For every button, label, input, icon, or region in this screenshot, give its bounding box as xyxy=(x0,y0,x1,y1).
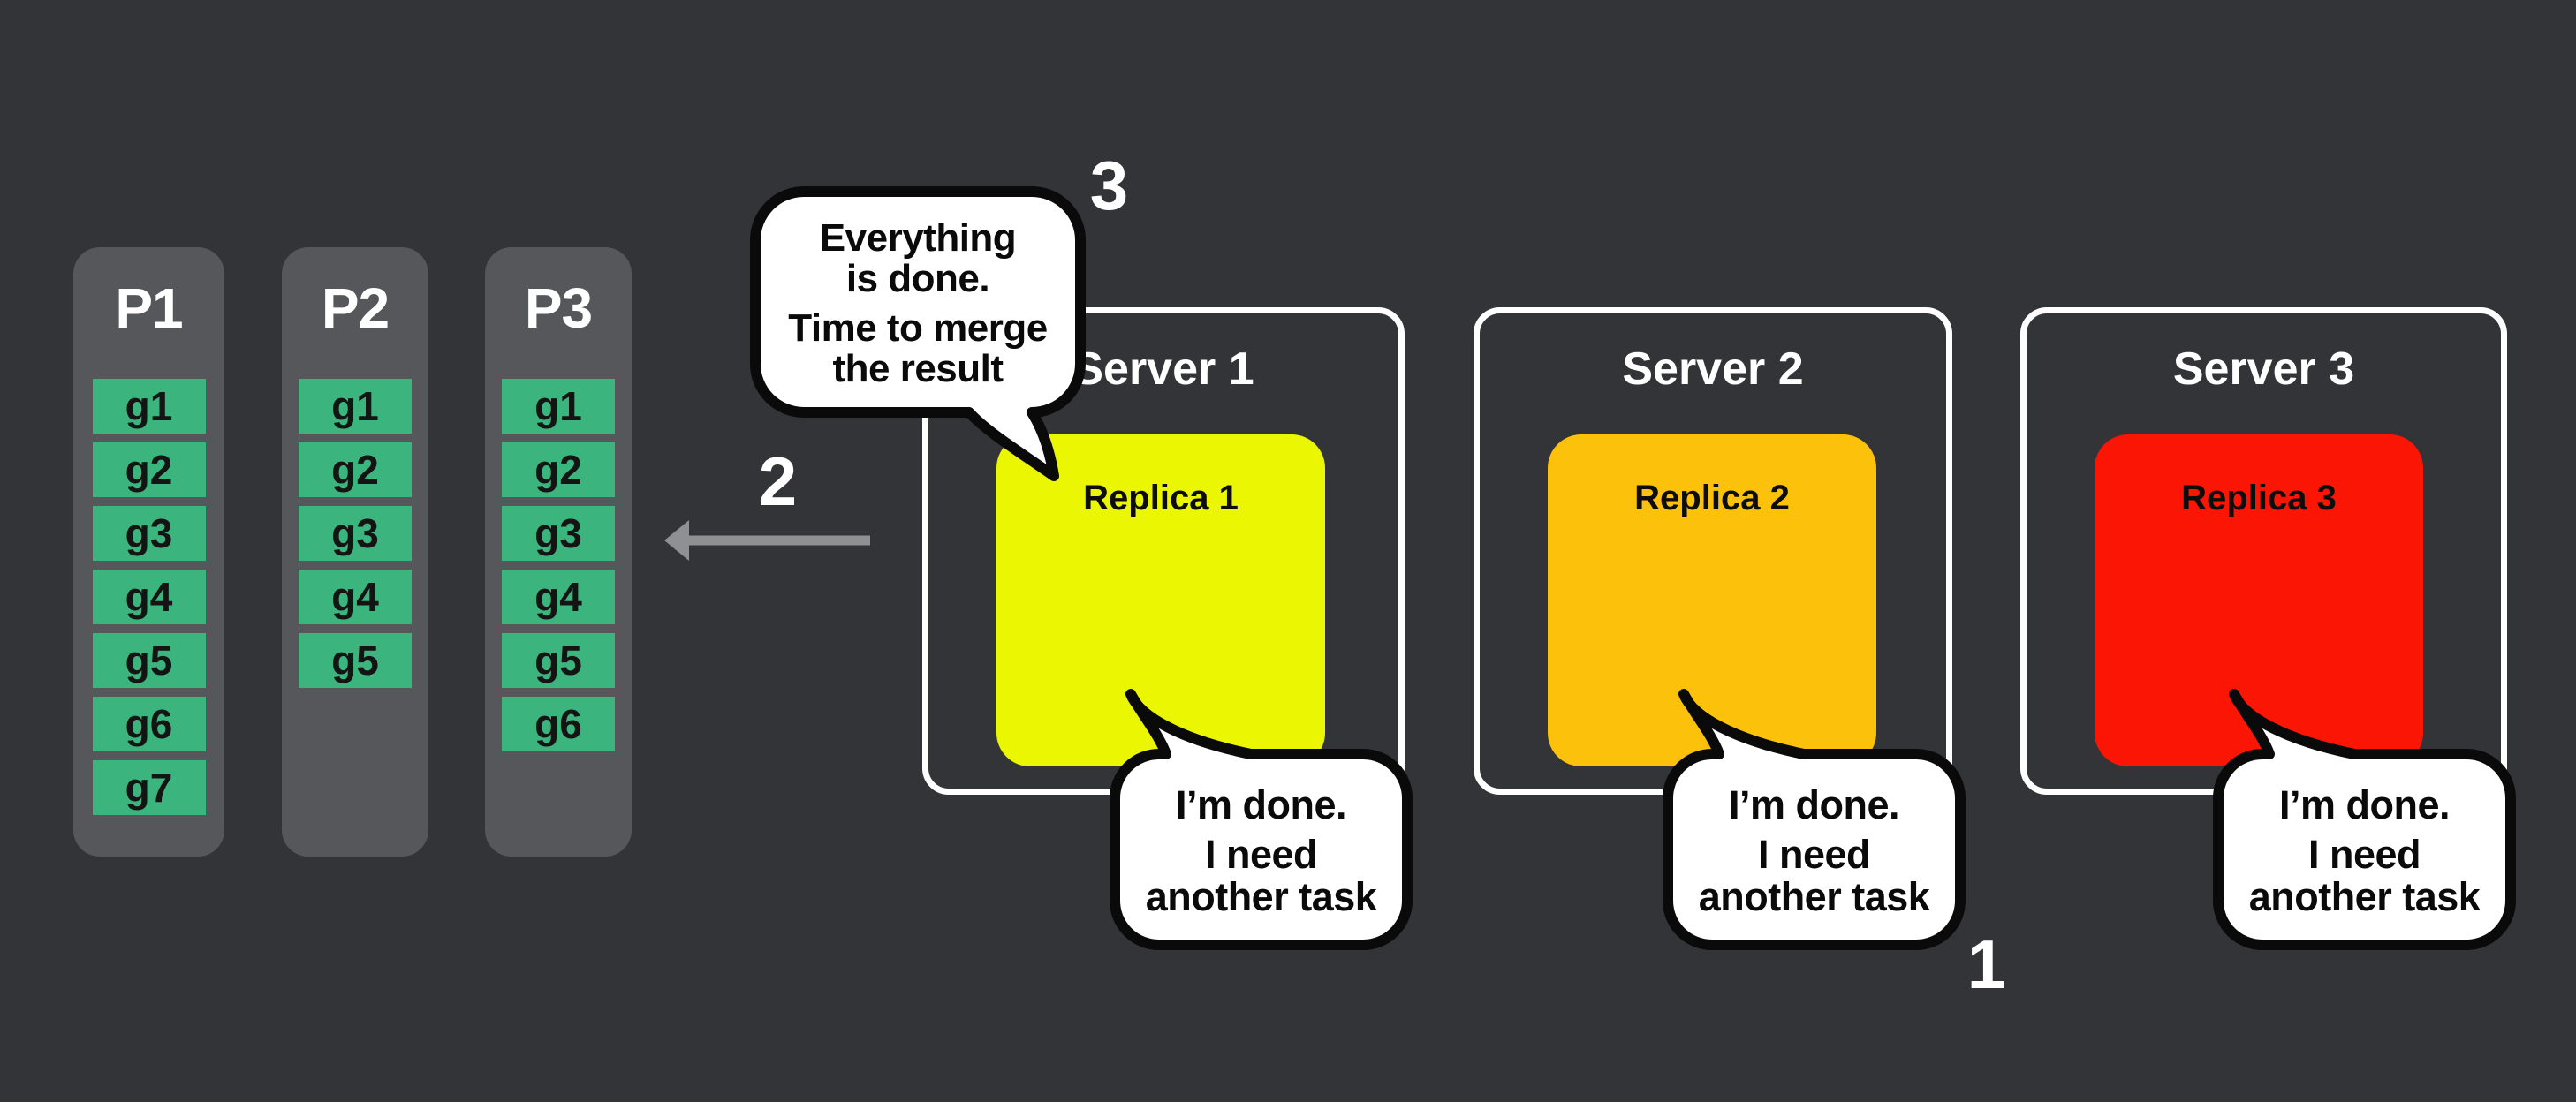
speech-bubble-done-3 xyxy=(2213,689,2516,950)
task-cell: g3 xyxy=(299,506,412,561)
bubble-line: I need xyxy=(1757,832,1871,877)
task-cell: g6 xyxy=(92,697,206,751)
arrow-left-icon xyxy=(664,520,870,561)
bubble-line: I need xyxy=(2307,832,2421,877)
replica-box-1: Replica 1 xyxy=(996,434,1325,766)
partition-label: P2 xyxy=(321,276,390,340)
replica-box-2: Replica 2 xyxy=(1548,434,1876,766)
replica-label: Replica 1 xyxy=(1083,479,1239,517)
task-cell: g5 xyxy=(299,633,412,688)
task-cell: g1 xyxy=(299,379,412,434)
task-cell-list: g1 g2 g3 g4 g5 xyxy=(282,379,428,688)
replica-label: Replica 3 xyxy=(2181,479,2337,517)
bubble-line: the result xyxy=(832,347,1004,390)
bubble-line: I’m done. xyxy=(1728,782,1900,827)
server-label: Server 1 xyxy=(1072,343,1254,395)
task-cell: g1 xyxy=(502,379,615,434)
partition-label: P1 xyxy=(115,276,183,340)
task-cell: g5 xyxy=(92,633,206,688)
bubble-line: I’m done. xyxy=(2278,782,2451,827)
task-cell: g4 xyxy=(502,570,615,624)
speech-bubble-done-1 xyxy=(1110,689,1413,950)
task-cell: g3 xyxy=(502,506,615,561)
task-cell: g4 xyxy=(92,570,206,624)
bubble-shape xyxy=(750,186,1086,481)
server-box-1: Server 1 Replica 1 xyxy=(922,307,1405,795)
speech-bubble-done-3-text: I’m done. I need another task xyxy=(2218,751,2511,942)
task-cell: g2 xyxy=(502,442,615,497)
bubble-line: I need xyxy=(1204,832,1318,877)
bubble-line: another task xyxy=(1698,874,1930,919)
step-2-label: 2 xyxy=(758,442,797,520)
bubble-line: Time to merge xyxy=(788,306,1048,350)
server-box-3: Server 3 Replica 3 xyxy=(2020,307,2507,795)
replica-label: Replica 2 xyxy=(1634,479,1790,517)
server-label: Server 3 xyxy=(2172,343,2355,395)
task-cell-list: g1 g2 g3 g4 g5 g6 xyxy=(485,379,632,751)
task-cell: g7 xyxy=(92,760,206,815)
bubble-shape xyxy=(1663,689,1966,950)
bubble-shape xyxy=(2213,689,2516,950)
bubble-shape xyxy=(1110,689,1413,950)
speech-bubble-merge-text: Everything is done. Time to merge the re… xyxy=(755,192,1080,412)
task-cell: g3 xyxy=(92,506,206,561)
partition-column-p1: P1 g1 g2 g3 g4 g5 g6 g7 xyxy=(73,247,224,857)
bubble-line: I’m done. xyxy=(1175,782,1347,827)
bubble-line: another task xyxy=(2248,874,2481,919)
step-1-label: 1 xyxy=(1966,925,2005,1003)
step-3-label: 3 xyxy=(1089,147,1128,224)
bubble-line: another task xyxy=(1145,874,1377,919)
task-cell: g2 xyxy=(299,442,412,497)
bubble-line: Everything xyxy=(819,216,1017,260)
server-label: Server 2 xyxy=(1622,343,1804,395)
speech-bubble-done-2 xyxy=(1663,689,1966,950)
task-cell: g2 xyxy=(92,442,206,497)
task-cell: g1 xyxy=(92,379,206,434)
task-cell: g6 xyxy=(502,697,615,751)
partition-column-p3: P3 g1 g2 g3 g4 g5 g6 xyxy=(485,247,632,857)
speech-bubble-done-1-text: I’m done. I need another task xyxy=(1115,751,1407,942)
task-cell: g5 xyxy=(502,633,615,688)
partition-label: P3 xyxy=(524,276,593,340)
speech-bubble-merge xyxy=(750,186,1086,481)
partition-column-p2: P2 g1 g2 g3 g4 g5 xyxy=(282,247,428,857)
bubble-line: is done. xyxy=(845,257,990,300)
task-cell: g4 xyxy=(299,570,412,624)
replica-box-3: Replica 3 xyxy=(2095,434,2423,766)
speech-bubble-done-2-text: I’m done. I need another task xyxy=(1668,751,1960,942)
task-cell-list: g1 g2 g3 g4 g5 g6 g7 xyxy=(73,379,224,815)
